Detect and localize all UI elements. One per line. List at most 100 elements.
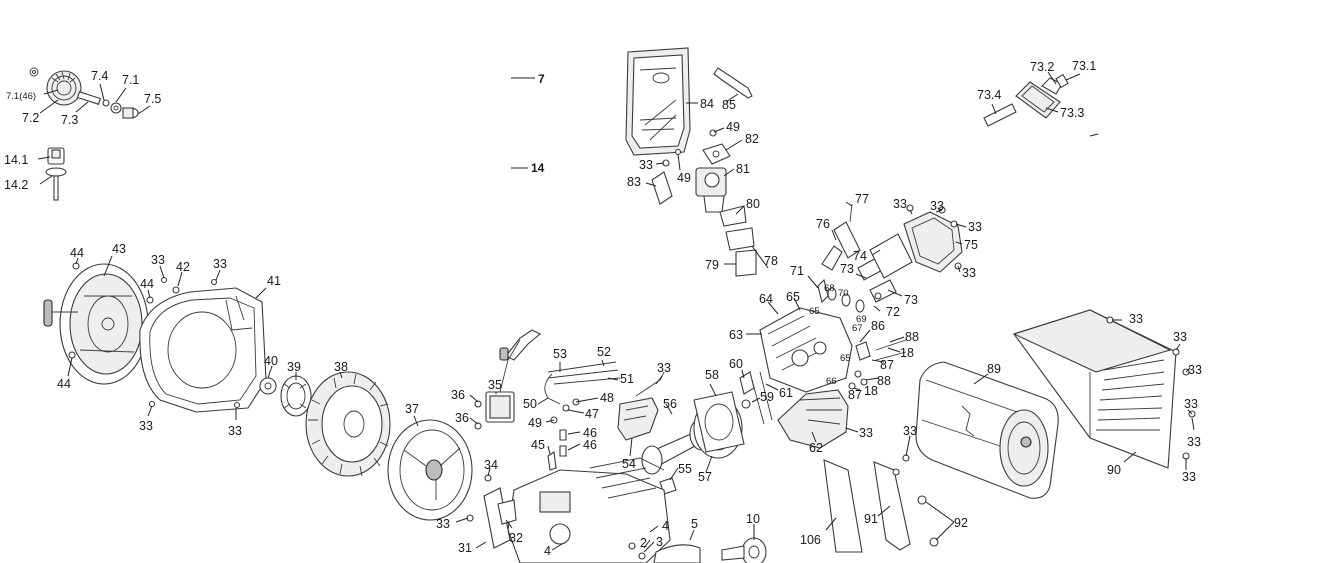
label-7-2: 7.2 bbox=[22, 111, 39, 125]
label-39: 39 bbox=[287, 360, 301, 374]
label-74: 74 bbox=[853, 249, 867, 263]
part-10 bbox=[721, 537, 767, 563]
label-44a: 44 bbox=[70, 246, 84, 260]
label-55: 55 bbox=[678, 462, 692, 476]
label-7-5: 7.5 bbox=[144, 92, 161, 106]
label-65c: 65 bbox=[840, 353, 851, 364]
label-7-3: 7.3 bbox=[61, 113, 78, 127]
ignition-coil bbox=[485, 339, 521, 423]
label-33p: 33 bbox=[1188, 363, 1202, 377]
label-79: 79 bbox=[705, 258, 719, 272]
label-31: 31 bbox=[458, 541, 472, 555]
label-57: 57 bbox=[698, 470, 712, 484]
blower-housing bbox=[139, 287, 267, 413]
label-33f: 33 bbox=[859, 426, 873, 440]
label-18a: 18 bbox=[900, 346, 914, 360]
label-69: 69 bbox=[856, 314, 867, 325]
label-81: 81 bbox=[736, 162, 750, 176]
label-33j: 33 bbox=[228, 424, 242, 438]
label-80: 80 bbox=[746, 197, 760, 211]
label-73-3: 73.3 bbox=[1060, 106, 1084, 120]
label-7-1-46: 7.1(46) bbox=[6, 91, 36, 102]
label-67: 67 bbox=[852, 323, 863, 334]
screw-33h bbox=[210, 278, 218, 286]
label-33d: 33 bbox=[968, 220, 982, 234]
cylinder-head-cover bbox=[777, 389, 849, 449]
muffler-heat-shield bbox=[1012, 309, 1177, 469]
choke-lever bbox=[713, 67, 753, 99]
flywheel-fan bbox=[305, 371, 391, 477]
cylinder-head bbox=[759, 307, 853, 393]
label-37: 37 bbox=[405, 402, 419, 416]
label-4b: 4 bbox=[544, 544, 551, 558]
label-87a: 87 bbox=[880, 358, 894, 372]
label-73-4: 73.4 bbox=[977, 88, 1001, 102]
label-7-4: 7.4 bbox=[91, 69, 108, 83]
label-44c: 44 bbox=[57, 377, 71, 391]
label-49c: 49 bbox=[528, 416, 542, 430]
label-58: 58 bbox=[705, 368, 719, 382]
bracket-106 bbox=[823, 459, 863, 553]
label-33m: 33 bbox=[903, 424, 917, 438]
label-33e: 33 bbox=[962, 266, 976, 280]
label-47: 47 bbox=[585, 407, 599, 421]
callout-labels: 7.1(46) 7.2 7.3 7.4 7.1 7.5 14.1 14.2 7 … bbox=[4, 59, 1202, 558]
label-86: 86 bbox=[871, 319, 885, 333]
label-49a: 49 bbox=[726, 120, 740, 134]
label-53: 53 bbox=[553, 347, 567, 361]
screw-33j bbox=[233, 401, 241, 409]
label-34: 34 bbox=[484, 458, 498, 472]
label-73a: 73 bbox=[840, 262, 854, 276]
label-33n: 33 bbox=[1129, 312, 1143, 326]
screw-33i bbox=[148, 400, 156, 408]
label-73-2: 73.2 bbox=[1030, 60, 1054, 74]
label-33i: 33 bbox=[139, 419, 153, 433]
label-88a: 88 bbox=[905, 330, 919, 344]
label-33c: 33 bbox=[930, 199, 944, 213]
label-3: 3 bbox=[656, 535, 663, 549]
screw-33g bbox=[160, 276, 168, 284]
label-88b: 88 bbox=[877, 374, 891, 388]
label-59: 59 bbox=[760, 390, 774, 404]
label-49b: 49 bbox=[677, 171, 691, 185]
label-70: 70 bbox=[838, 288, 849, 299]
label-18b: 18 bbox=[864, 384, 878, 398]
head-gasket bbox=[693, 391, 745, 453]
rocker-cover bbox=[869, 211, 963, 279]
label-36a: 36 bbox=[451, 388, 465, 402]
label-84: 84 bbox=[700, 97, 714, 111]
label-40: 40 bbox=[264, 354, 278, 368]
label-82: 82 bbox=[745, 132, 759, 146]
flywheel bbox=[387, 419, 473, 521]
label-73b: 73 bbox=[904, 293, 918, 307]
label-52: 52 bbox=[597, 345, 611, 359]
fuel-valve-assembly bbox=[983, 73, 1069, 127]
label-7: 7 bbox=[538, 72, 545, 86]
bracket-91 bbox=[873, 461, 911, 551]
label-33s: 33 bbox=[1182, 470, 1196, 484]
label-51: 51 bbox=[620, 372, 634, 386]
label-48: 48 bbox=[600, 391, 614, 405]
label-85: 85 bbox=[722, 98, 736, 112]
label-7-1: 7.1 bbox=[122, 73, 139, 87]
side-cover-31 bbox=[483, 487, 511, 549]
label-14-2: 14.2 bbox=[4, 178, 28, 192]
label-50: 50 bbox=[523, 397, 537, 411]
label-38: 38 bbox=[334, 360, 348, 374]
label-35: 35 bbox=[488, 378, 502, 392]
carburetor-group bbox=[651, 143, 757, 277]
nut-49 bbox=[674, 148, 682, 156]
label-33b: 33 bbox=[893, 197, 907, 211]
label-4a: 4 bbox=[662, 519, 669, 533]
label-91: 91 bbox=[864, 512, 878, 526]
label-14-1: 14.1 bbox=[4, 153, 28, 167]
breather-tube bbox=[821, 203, 861, 271]
label-33l: 33 bbox=[436, 517, 450, 531]
label-33r: 33 bbox=[1187, 435, 1201, 449]
label-76: 76 bbox=[816, 217, 830, 231]
label-33k: 33 bbox=[657, 361, 671, 375]
label-33a: 33 bbox=[639, 158, 653, 172]
label-44b: 44 bbox=[140, 277, 154, 291]
oil-cap-dipstick bbox=[45, 147, 67, 201]
